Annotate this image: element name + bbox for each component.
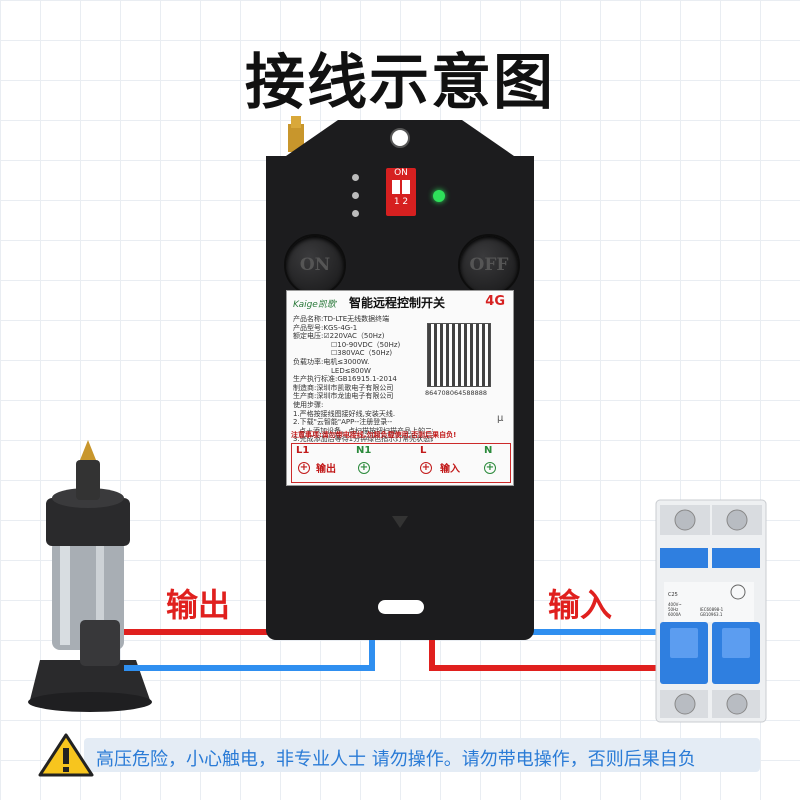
network-badge: 4G <box>485 294 505 309</box>
terminal-n: N <box>484 445 493 456</box>
output-label: 输出 <box>166 586 231 624</box>
spec-line: 制造商:深圳市凯歌电子有限公司 <box>293 383 394 392</box>
spec-line: 产品型号:KGS-4G-1 <box>293 323 358 332</box>
terminal-l1: L1 <box>296 445 310 456</box>
water-pump-image <box>28 440 152 712</box>
label-warning: 注意事项:请勿带电接线,勿超负载使用,否则后果自负! <box>291 431 457 439</box>
spec-line: 3.完成添加后等待1分钟绿色指示灯常亮状态即可. <box>293 435 433 444</box>
spec-line: 额定电压:☑220VAC（50Hz) <box>293 332 385 341</box>
warning-bar: 高压危险，小心触电，非专业人士 请勿操作。请勿带电操作，否则后果自负 <box>38 732 760 777</box>
terminal-l: L <box>420 445 427 456</box>
qr-id: 864708064588888 <box>425 389 488 397</box>
product-label: Kaige凯歌 智能远程控制开关 4G 产品名称:TD-LTE无线数据终端 产品… <box>286 290 514 486</box>
spec-line: 点＋添加设备，点扫描按钮扫描产品上的二维码. <box>299 426 433 435</box>
breaker-spec: 6000A <box>668 612 681 617</box>
breaker-spec: 50Hz <box>668 607 678 612</box>
spec-line: 使用步骤: <box>293 400 324 409</box>
terminal-n1: N1 <box>356 445 372 456</box>
breaker-spec: 400V~ <box>668 602 682 607</box>
warning-text: 高压危险，小心触电，非专业人士 请勿操作。请勿带电操作，否则后果自负 <box>96 749 696 770</box>
spec-list: 产品名称:TD-LTE无线数据终端 产品型号:KGS-4G-1 额定电压:☑22… <box>293 315 433 444</box>
status-led <box>433 190 445 202</box>
spec-line: LED≤800W <box>331 366 371 375</box>
dip-on-label: ON <box>394 168 408 178</box>
spec-line: 生产执行标准:GB16915.1-2014 <box>293 375 397 384</box>
circuit-breaker-image: C25 400V~ 50Hz 6000A IEC60898-1 GB10963.… <box>655 499 767 723</box>
warning-icon <box>38 733 94 777</box>
input-label: 输入 <box>548 586 613 624</box>
breaker-spec: IEC60898-1 <box>700 607 724 612</box>
on-button[interactable]: ON <box>284 234 346 296</box>
dip-switch[interactable]: ON 1 2 <box>386 168 416 216</box>
dip-numbers: 1 2 <box>393 197 409 207</box>
mu-mark: μ <box>497 413 504 424</box>
spec-line: 产品名称:TD-LTE无线数据终端 <box>293 315 390 323</box>
spec-line: 2.下载"云智能"APP--注册登录-- <box>293 418 393 427</box>
terminal-box: L1 N1 输出 + + L N 输入 + + <box>291 443 511 483</box>
off-button[interactable]: OFF <box>458 234 520 296</box>
page-title: 接线示意图 <box>245 48 555 118</box>
direction-arrow-icon <box>392 516 408 528</box>
breaker-rating: C25 <box>668 592 678 598</box>
spec-line: ☐380VAC（50Hz) <box>331 349 393 358</box>
indicator-dot <box>352 210 359 217</box>
plus-icon: + <box>420 462 432 474</box>
plus-icon: + <box>484 462 496 474</box>
plus-icon: + <box>298 462 310 474</box>
plus-icon: + <box>358 462 370 474</box>
indicator-dot <box>352 192 359 199</box>
spec-line: 1.严格按接线图接好线,安装天线. <box>293 409 396 418</box>
terminal-output: 输出 <box>316 464 336 475</box>
qr-code[interactable] <box>427 323 491 387</box>
indicator-dot <box>352 174 359 181</box>
spec-line: 生产商:深圳市龙迪电子有限公司 <box>293 392 394 401</box>
spec-line: 负载功率:电机≤3000W. <box>293 357 370 366</box>
breaker-spec: GB10963.1 <box>700 612 723 617</box>
brand-logo: Kaige凯歌 <box>293 300 336 310</box>
mounting-slot <box>378 600 424 614</box>
terminal-input: 输入 <box>440 464 460 475</box>
spec-line: ☐10-90VDC（50Hz) <box>331 340 401 349</box>
label-title: 智能远程控制开关 <box>349 296 446 310</box>
